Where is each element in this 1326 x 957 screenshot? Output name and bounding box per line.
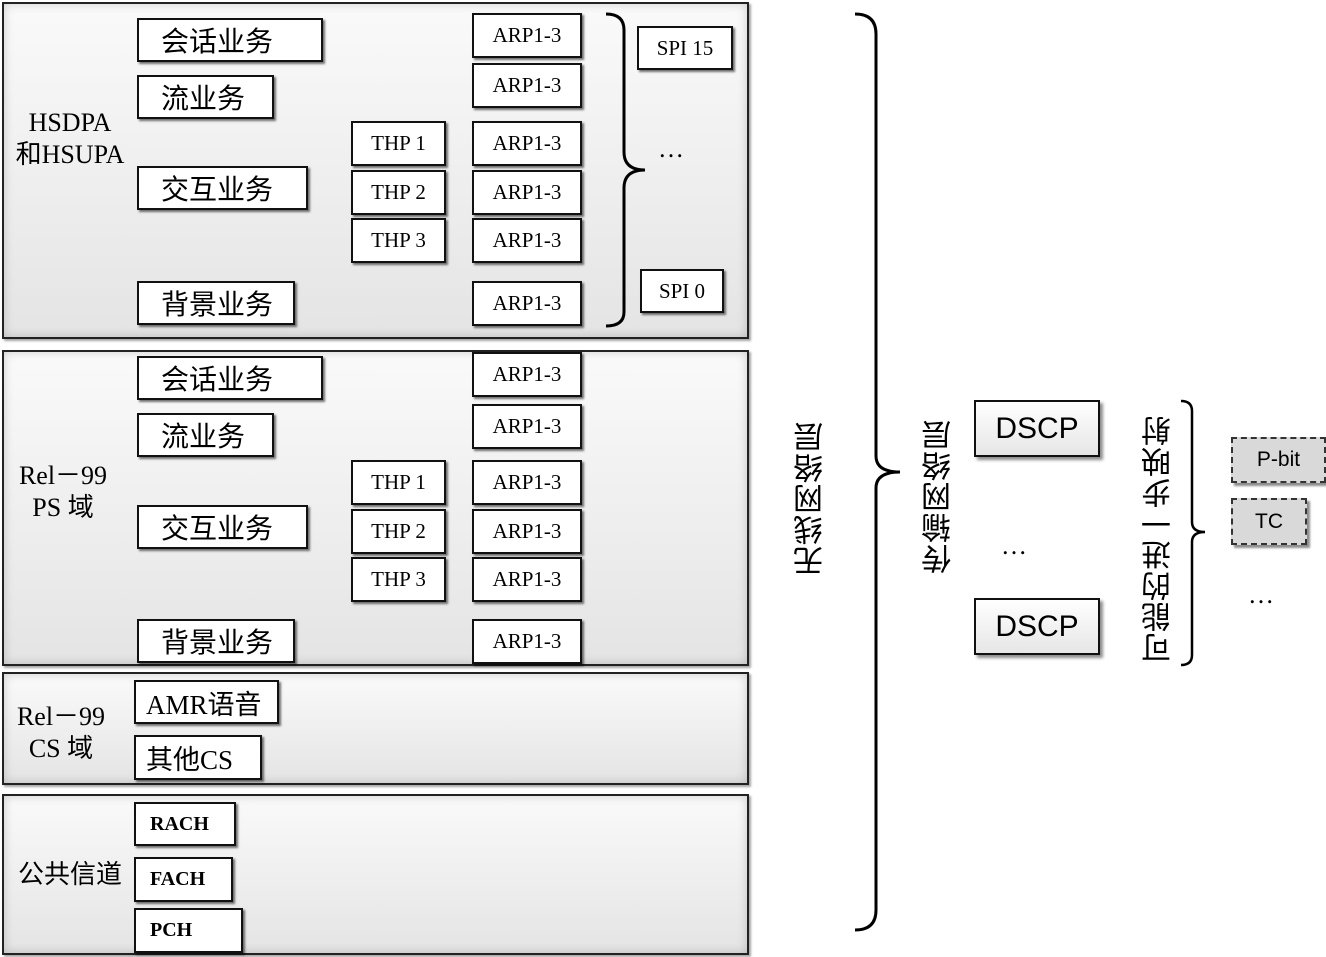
service-interactive: 交互业务	[137, 505, 308, 549]
service-conversational: 会话业务	[137, 356, 323, 400]
radio-layer-bracket	[854, 12, 901, 932]
mapping-pbit: P-bit	[1231, 437, 1326, 483]
domain-label-rel99-cs-line2: CS 域	[28, 734, 94, 763]
channel-pch: PCH	[134, 908, 243, 953]
mapping-tc: TC	[1231, 498, 1307, 545]
channel-rach: RACH	[134, 802, 236, 846]
transport-network-layer-label: 传输网络层	[923, 419, 956, 574]
service-background: 背景业务	[137, 619, 295, 663]
arp-box: ARP1-3	[472, 460, 582, 505]
thp-3: THP 3	[351, 557, 446, 602]
arp-box: ARP1-3	[472, 352, 582, 397]
domain-label-rel99-cs-line1: Rel－99	[16, 702, 106, 731]
service-interactive: 交互业务	[137, 166, 308, 210]
domain-label-hsdpa-line2: 和HSUPA	[15, 140, 125, 169]
radio-network-layer-label: 无线网络层	[795, 421, 828, 576]
arp-box: ARP1-3	[472, 281, 582, 326]
arp-box: ARP1-3	[472, 619, 582, 664]
further-mapping-label: 可能的进一步映射	[1143, 415, 1176, 663]
spi-15: SPI 15	[637, 26, 733, 70]
domain-label-rel99-cs: Rel－99 CS 域	[6, 701, 116, 765]
thp-1: THP 1	[351, 460, 446, 505]
channel-fach: FACH	[134, 857, 233, 902]
panel-common-channels	[2, 794, 749, 955]
panel-rel99-cs	[2, 672, 749, 785]
arp-box: ARP1-3	[472, 13, 582, 58]
arp-box: ARP1-3	[472, 557, 582, 602]
cs-amr-voice: AMR语音	[134, 680, 279, 724]
arp-box: ARP1-3	[472, 404, 582, 449]
dscp-ellipsis: …	[1001, 531, 1030, 560]
domain-label-hsdpa: HSDPA 和HSUPA	[6, 107, 134, 171]
arp-box: ARP1-3	[472, 218, 582, 263]
thp-2: THP 2	[351, 509, 446, 554]
domain-label-rel99-ps-line2: PS 域	[32, 493, 94, 522]
domain-label-rel99-ps: Rel－99 PS 域	[8, 460, 118, 524]
arp-box: ARP1-3	[472, 121, 582, 166]
service-background: 背景业务	[137, 281, 295, 325]
cs-other: 其他CS	[134, 735, 262, 780]
thp-3: THP 3	[351, 218, 446, 263]
spi-0: SPI 0	[640, 269, 724, 313]
mapping-bracket	[1180, 399, 1206, 667]
arp-box: ARP1-3	[472, 509, 582, 554]
domain-label-hsdpa-line1: HSDPA	[28, 108, 112, 137]
thp-2: THP 2	[351, 170, 446, 215]
dscp-box-top: DSCP	[974, 400, 1100, 457]
domain-label-rel99-ps-line1: Rel－99	[18, 461, 108, 490]
dscp-box-bottom: DSCP	[974, 598, 1100, 655]
spi-ellipsis: …	[658, 134, 687, 163]
thp-1: THP 1	[351, 121, 446, 166]
arp-box: ARP1-3	[472, 63, 582, 108]
service-streaming: 流业务	[137, 413, 274, 457]
service-streaming: 流业务	[137, 75, 274, 119]
panel-rel99-ps	[2, 350, 749, 666]
arp-box: ARP1-3	[472, 170, 582, 215]
spi-bracket	[605, 12, 646, 328]
service-conversational: 会话业务	[137, 18, 323, 62]
domain-label-common: 公共信道	[17, 860, 122, 889]
mapping-ellipsis: …	[1248, 580, 1277, 609]
